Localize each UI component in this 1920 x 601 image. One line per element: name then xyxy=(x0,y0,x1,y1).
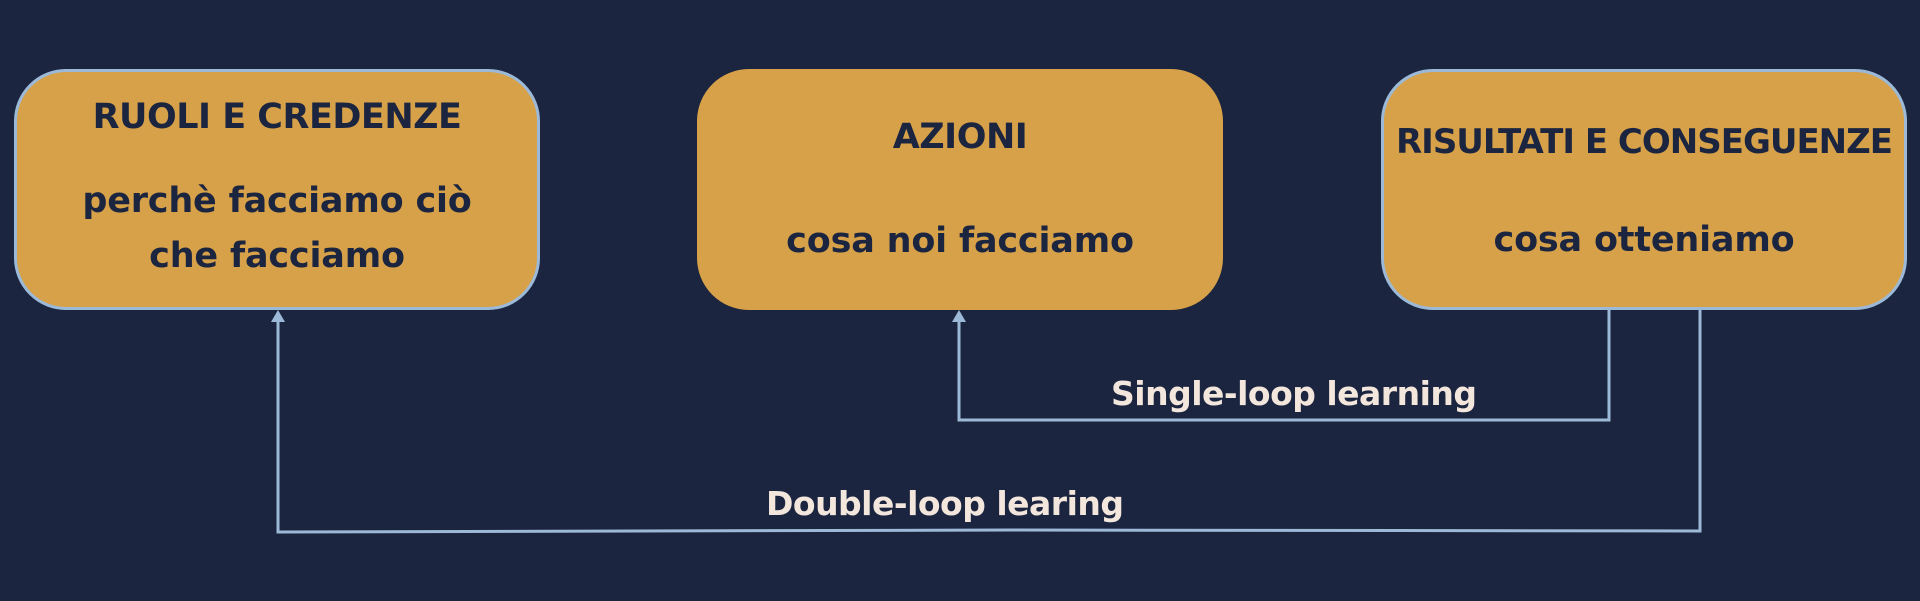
box-risultati-title: RISULTATI E CONSEGUENZE xyxy=(1395,121,1893,162)
box-ruoli-title: RUOLI E CREDENZE xyxy=(92,97,462,138)
single-loop-connector xyxy=(957,310,1611,422)
single-loop-label: Single-loop learning xyxy=(1111,374,1477,413)
double-loop-connector xyxy=(276,310,1702,534)
box-azioni: AZIONI cosa noi facciamo xyxy=(697,69,1223,310)
single-loop-arrowhead xyxy=(952,310,966,322)
box-risultati-subtitle: cosa otteniamo xyxy=(1493,219,1795,260)
double-loop-arrowhead xyxy=(271,310,285,322)
double-loop-label: Double-loop learing xyxy=(766,484,1124,523)
box-azioni-subtitle: cosa noi facciamo xyxy=(786,221,1134,262)
box-ruoli-subtitle: perchè facciamo ciò che facciamo xyxy=(82,181,472,276)
box-azioni-title: AZIONI xyxy=(892,117,1028,158)
box-risultati-e-conseguenze: RISULTATI E CONSEGUENZE cosa otteniamo xyxy=(1381,69,1907,310)
box-ruoli-e-credenze: RUOLI E CREDENZE perchè facciamo ciò che… xyxy=(14,69,540,310)
